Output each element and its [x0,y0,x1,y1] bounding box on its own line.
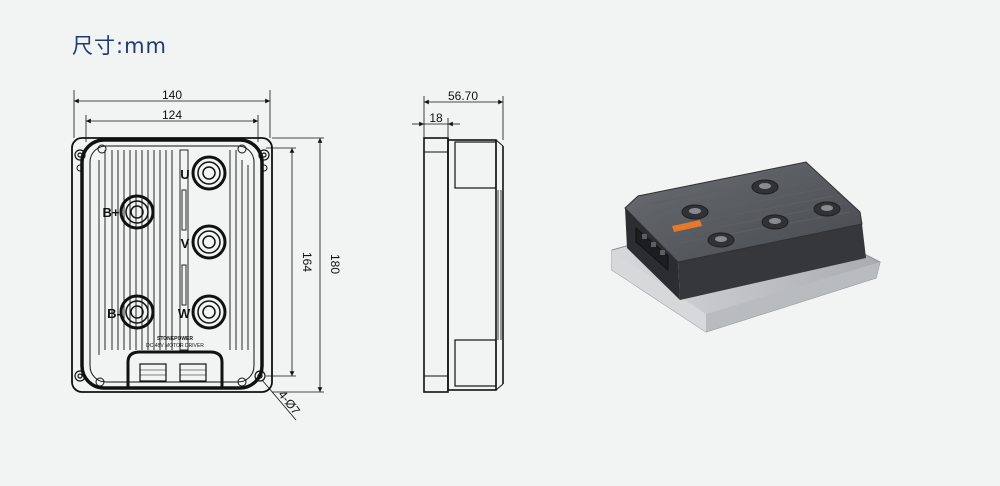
terminal-label-w: W [178,306,191,321]
terminal-label-b-minus: B- [107,306,121,321]
dim-overall-height: 180 [328,254,342,274]
brand-subtext: DC 48V MOTOR DRIVER [146,343,204,349]
product-photo [611,161,881,333]
terminal-u [191,155,227,191]
cooling-fins [98,150,255,355]
terminal-w [191,294,227,330]
terminal-label-b-plus: B+ [103,205,120,220]
dim-overall-width: 140 [162,88,182,102]
dim-base-depth: 18 [429,111,443,125]
dim-hole-spacing-width: 124 [162,108,182,122]
terminal-b-minus [119,294,155,330]
front-view [71,90,324,421]
side-view [412,96,504,393]
terminal-v [191,224,227,260]
page-title: 尺寸:mm [72,34,167,58]
dim-total-depth: 56.70 [448,89,478,103]
terminal-label-v: V [181,236,190,251]
mount-hole [74,149,270,382]
brand-text: STONEPOWER [157,336,193,342]
terminal-b-plus [119,194,155,230]
terminal-label-u: U [180,167,189,182]
dim-hole-spacing-height: 164 [300,252,314,272]
